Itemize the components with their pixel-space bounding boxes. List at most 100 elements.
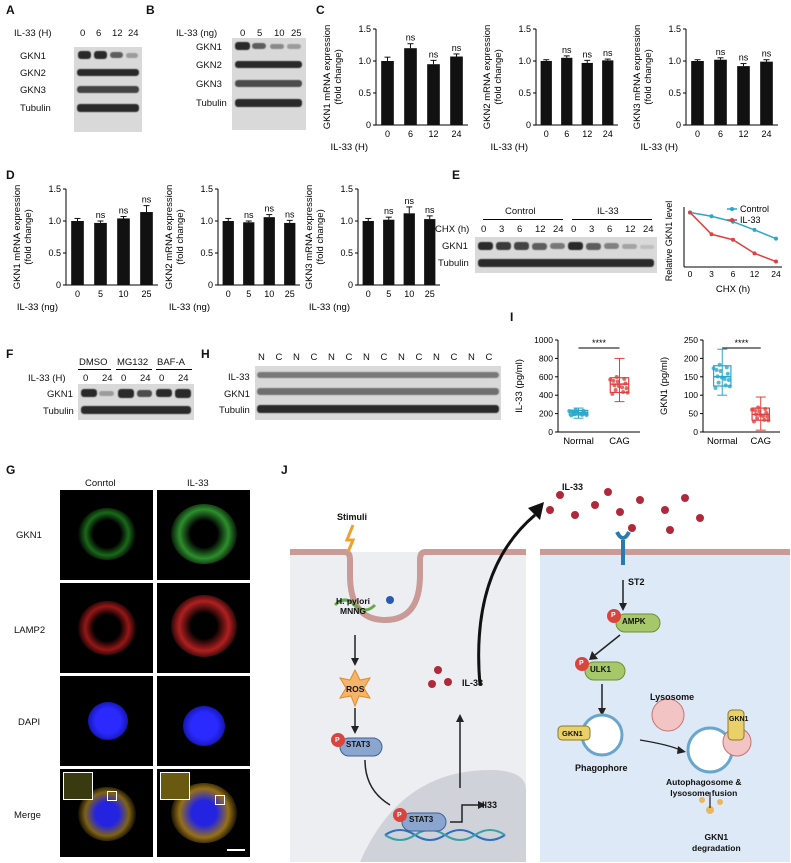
I1-pt-0-11: [584, 413, 589, 418]
panel-a-treatment-label: IL-33 (H): [14, 28, 52, 39]
panel-b-lane-2: 10: [274, 28, 285, 39]
micro-il33-dapi: [157, 676, 250, 766]
C1-sig-2: ns: [429, 49, 439, 59]
C2-bar-1: [561, 57, 573, 125]
I2-xticklabel-0: Normal: [707, 436, 738, 447]
micro-il33-lamp2: [157, 583, 250, 673]
label-il33-top: IL-33: [562, 482, 584, 492]
C1-sig-1: ns: [406, 33, 416, 43]
I1-yticklabel-5: 1000: [534, 335, 553, 345]
panel-f-mg132-line: [116, 369, 152, 370]
panel-h-row-il33: IL-33: [228, 372, 250, 383]
I2-pt-0-7: [725, 371, 730, 376]
label-pathogen: H. pylori MNNG: [336, 596, 371, 616]
I1-pt-1-3: [621, 389, 626, 394]
label-ros: ROS: [346, 684, 365, 694]
C3-xticklabel-1: 6: [718, 129, 723, 139]
E_line-xticklabel-2: 6: [731, 269, 736, 279]
D2-xticklabel-2: 10: [264, 289, 274, 299]
C3-xticklabel-0: 0: [695, 129, 700, 139]
D3-sig-3: ns: [425, 205, 435, 215]
panel-h-lane-4: N: [328, 352, 335, 363]
C3-bar-3: [760, 61, 773, 125]
I1-pt-1-8: [614, 374, 619, 379]
I1-yticklabel-4: 800: [539, 353, 553, 363]
C3-yticklabel-2: 1.0: [668, 56, 681, 66]
chart-d2: GKN2 mRNA expression(fold change)00.51.0…: [164, 184, 300, 313]
D2-ylabel-1: (fold change): [175, 209, 186, 264]
left-membrane: [290, 549, 526, 624]
label-stat3-nuc: STAT3: [409, 815, 434, 824]
panel-e-lane-0: 0: [481, 224, 487, 235]
C1-xticklabel-0: 0: [385, 129, 390, 139]
panel-f-group-mg132: MG132: [117, 357, 149, 368]
label-phagophore: Phagophore: [575, 763, 628, 773]
C1-bar-1: [404, 48, 417, 126]
p-icon-stat3-nuc: [393, 808, 407, 822]
I1-pt-0-6: [572, 412, 577, 417]
I2-pt-0-13: [711, 366, 716, 371]
stat3-nuc-pill: [401, 812, 447, 832]
D1-yticklabel-3: 1.5: [48, 184, 61, 194]
label-degradation: GKN1 degradation: [692, 832, 741, 853]
D1-sig-3: ns: [142, 195, 152, 205]
D1-sig-1: ns: [96, 210, 106, 220]
st2-receptor: [615, 531, 631, 540]
D2-sig-2: ns: [264, 204, 274, 214]
I1-yticklabel-2: 400: [539, 390, 553, 400]
I1-pt-0-3: [580, 412, 585, 417]
D2-yticklabel-2: 1.0: [200, 216, 213, 226]
D3-sig-1: ns: [384, 206, 394, 216]
D3-ylabel-1: (fold change): [315, 209, 326, 264]
I1-yticklabel-3: 600: [539, 372, 553, 382]
panel-e-group-control: Control: [505, 206, 536, 217]
C1-bar-3: [450, 56, 463, 125]
C3-bar-2: [737, 66, 750, 125]
I2-yticklabel-2: 100: [684, 390, 698, 400]
C2-xticklabel-2: 12: [582, 129, 592, 139]
D3-xlabel: IL-33 (ng): [309, 302, 350, 313]
D3-bar-2: [403, 213, 415, 285]
panel-h-lane-6: N: [363, 352, 370, 363]
D1-xticklabel-2: 10: [118, 289, 128, 299]
C2-xticklabel-1: 6: [564, 129, 569, 139]
panel-f-group-dmso: DMSO: [79, 357, 108, 368]
I2-pt-1-12: [758, 413, 763, 418]
C1-yticklabel-3: 1.5: [358, 24, 371, 34]
I2-pt-0-9: [726, 378, 731, 383]
I2-pt-1-9: [765, 414, 770, 419]
E_line-legend-label-1: IL-33: [740, 215, 761, 225]
D2-bar-3: [284, 222, 296, 285]
panel-h-lane-2: N: [293, 352, 300, 363]
E_line-xticklabel-3: 12: [750, 269, 760, 279]
I2-sig: ****: [734, 338, 749, 348]
I2-yticklabel-4: 200: [684, 353, 698, 363]
I2-yticklabel-5: 250: [684, 335, 698, 345]
panel-e-lane-4: 24: [553, 224, 564, 235]
I1-ylabel: IL-33 (pg/ml): [514, 359, 525, 413]
panel-h-lane-7: C: [380, 352, 388, 363]
panel-g-row-gkn1: GKN1: [16, 530, 42, 541]
panel-a-lane-2: 12: [112, 28, 123, 39]
D3-xticklabel-0: 0: [366, 289, 371, 299]
il33-dot: [434, 666, 442, 674]
panel-label-b: B: [146, 3, 155, 17]
E_line-xticklabel-1: 3: [709, 269, 714, 279]
panel-f-lane-1: 24: [102, 373, 113, 384]
E_line-pt-1-4: [774, 259, 778, 264]
C1-bar-2: [427, 64, 440, 125]
I1-pt-1-7: [623, 381, 628, 386]
I2-pt-1-11: [766, 418, 771, 423]
D3-bar-3: [424, 219, 436, 285]
D1-yticklabel-2: 1.0: [48, 216, 61, 226]
panel-h-blot: [255, 366, 501, 420]
micro-control-merge: [60, 769, 153, 857]
hpylori-icon: [333, 598, 377, 612]
panel-e-lane-6: 3: [589, 224, 595, 235]
panel-label-a: A: [6, 3, 15, 17]
I2-pt-1-3: [762, 417, 767, 422]
panel-b-row-gkn2: GKN2: [196, 60, 222, 71]
panel-h-lane-12: N: [468, 352, 475, 363]
chart-d1: GKN1 mRNA expression(fold change)00.51.0…: [12, 184, 158, 313]
I2-pt-1-4: [754, 412, 759, 417]
